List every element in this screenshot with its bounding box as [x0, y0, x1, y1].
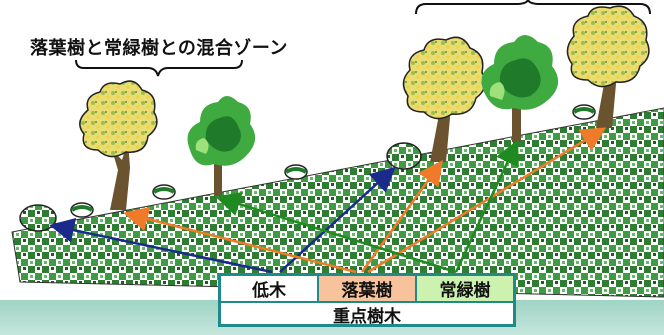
mixed-zone-brace — [75, 59, 243, 77]
legend-low-tree: 低木 — [221, 276, 319, 301]
legend-title: 重点樹木 — [333, 307, 401, 327]
evergreen-tree-left — [187, 96, 256, 196]
shrub-mid — [386, 142, 422, 170]
deciduous-tree-mid — [402, 36, 486, 162]
deciduous-tree-right — [566, 5, 650, 128]
evergreen-tree-right — [481, 35, 559, 142]
deciduous-arrows — [123, 127, 607, 274]
evergreen-arrows — [215, 139, 519, 274]
deciduous-tree-left — [79, 80, 158, 210]
legend-evergreen: 常緑樹 — [417, 276, 513, 301]
low-tree-arrows — [49, 166, 396, 274]
right-zone-brace — [415, 0, 651, 15]
legend-row: 低木 落葉樹 常緑樹 — [221, 276, 513, 303]
legend-deciduous: 落葉樹 — [319, 276, 417, 301]
shrub-left — [19, 204, 57, 232]
zone-label: 落葉樹と常緑樹との混合ゾーン — [30, 38, 288, 59]
legend-table: 低木 落葉樹 常緑樹 重点樹木 — [218, 273, 516, 327]
grass-tufts — [70, 104, 596, 218]
